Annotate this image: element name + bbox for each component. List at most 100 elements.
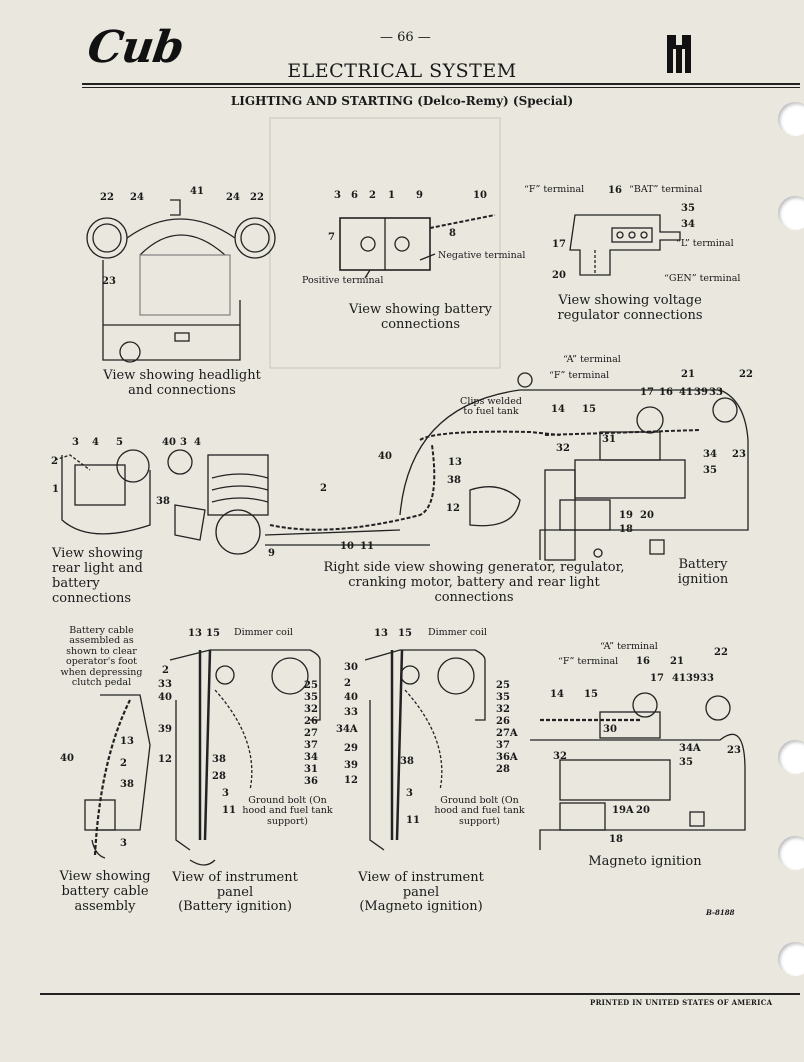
regulator-drawing: [569, 214, 681, 276]
callout-label: 2: [162, 665, 169, 676]
callout-label: 13: [374, 628, 388, 639]
callout-label: 17: [650, 673, 664, 684]
callout-label: 40: [158, 692, 172, 703]
callout-label: 15: [398, 628, 412, 639]
dimmer-coil-label: Dimmer coil: [428, 627, 487, 638]
callout-label: 18: [619, 524, 633, 535]
callout-label: 25: [304, 680, 318, 691]
callout-label: 38: [156, 496, 170, 507]
battery-caption: View showing battery connections: [348, 302, 493, 332]
binder-hole: [778, 196, 804, 230]
callout-label: 39: [158, 724, 172, 735]
rear-light-caption: View showing rear light and battery conn…: [52, 546, 144, 606]
callout-label: 4: [92, 437, 99, 448]
callout-label: 35: [679, 757, 693, 768]
callout-label: 22: [100, 192, 114, 203]
callout-label: 39: [686, 673, 700, 684]
panel-battery-caption-line2: (Battery ignition): [178, 899, 292, 914]
callout-label: 32: [556, 443, 570, 454]
callout-label: 1: [388, 190, 395, 201]
callout-label: 20: [640, 510, 654, 521]
callout-label: 12: [158, 754, 172, 765]
f-terminal-label: “F” terminal: [549, 370, 610, 381]
callout-label: 19: [619, 510, 633, 521]
f-terminal-label: “F” terminal: [558, 656, 619, 667]
callout-label: 28: [496, 764, 510, 775]
callout-label: 9: [268, 548, 275, 559]
callout-label: 22: [739, 369, 753, 380]
callout-label: 12: [446, 503, 460, 514]
battery-drawing: [339, 214, 496, 279]
callout-label: 41: [679, 387, 693, 398]
callout-label: 20: [636, 805, 650, 816]
callout-label: 26: [304, 716, 318, 727]
callout-label: 27A: [496, 728, 518, 739]
battery-cable-note: Battery cable assembled as shown to clea…: [60, 625, 143, 689]
callout-label: 4: [194, 437, 201, 448]
callout-label: 11: [360, 541, 374, 552]
panel-battery-caption-line1: View of instrument panel: [172, 870, 298, 900]
callout-label: 23: [732, 449, 746, 460]
callout-label: 8: [449, 228, 456, 239]
callout-label: 33: [158, 679, 172, 690]
negative-terminal-label: Negative terminal: [438, 250, 526, 261]
callout-label: 3: [120, 838, 127, 849]
callout-label: 13: [448, 457, 462, 468]
callout-label: 24: [130, 192, 144, 203]
callout-label: 13: [120, 736, 134, 747]
callout-label: 33: [709, 387, 723, 398]
ground-bolt-label: Ground bolt (On hood and fuel tank suppo…: [242, 795, 333, 827]
positive-terminal-label: Positive terminal: [302, 275, 384, 286]
callout-label: 13: [188, 628, 202, 639]
callout-label: 41: [190, 186, 204, 197]
rear-light-drawing: [54, 449, 269, 555]
callout-label: 16: [659, 387, 673, 398]
callout-label: 40: [162, 437, 176, 448]
callout-label: 3: [222, 788, 229, 799]
footer-rule: [40, 993, 800, 995]
callout-label: 33: [344, 707, 358, 718]
headlight-drawing: [86, 199, 276, 363]
bat-terminal-label: “BAT” terminal: [629, 184, 703, 195]
callout-label: 7: [328, 232, 335, 243]
ground-bolt-label: Ground bolt (On hood and fuel tank suppo…: [434, 795, 525, 827]
clips-label: Clips welded to fuel tank: [460, 396, 522, 418]
callout-label: 15: [584, 689, 598, 700]
callout-label: 19A: [612, 805, 634, 816]
callout-label: 10: [473, 190, 487, 201]
callout-label: 30: [603, 724, 617, 735]
callout-label: 22: [250, 192, 264, 203]
page-subtitle: LIGHTING AND STARTING (Delco-Remy) (Spec…: [230, 94, 574, 108]
header-rule: [82, 83, 800, 85]
callout-label: 18: [609, 834, 623, 845]
callout-label: 35: [304, 692, 318, 703]
header-rule-thin: [82, 87, 800, 88]
callout-label: 34: [304, 752, 318, 763]
callout-label: 16: [636, 656, 650, 667]
headlight-caption: View showing headlight and connections: [103, 368, 261, 398]
callout-label: 35: [703, 465, 717, 476]
callout-label: 24: [226, 192, 240, 203]
a-terminal-label: “A” terminal: [563, 354, 621, 365]
callout-label: 1: [52, 484, 59, 495]
callout-label: 14: [550, 689, 564, 700]
binder-hole: [778, 740, 804, 774]
callout-label: 29: [344, 743, 358, 754]
callout-label: 17: [640, 387, 654, 398]
panel-battery-drawing: [169, 649, 321, 866]
callout-label: 12: [344, 775, 358, 786]
a-terminal-label: “A” terminal: [600, 641, 658, 652]
callout-label: 22: [714, 647, 728, 658]
callout-label: 34A: [336, 724, 358, 735]
page-number: — 66 —: [380, 30, 431, 45]
callout-label: 2: [369, 190, 376, 201]
callout-label: 16: [608, 185, 622, 196]
callout-label: 23: [102, 276, 116, 287]
right-side-caption: Right side view showing generator, regul…: [323, 560, 625, 605]
page-title: ELECTRICAL SYSTEM: [287, 60, 517, 82]
callout-label: 2: [120, 758, 127, 769]
magneto-caption: Magneto ignition: [588, 854, 702, 869]
binder-hole: [778, 942, 804, 976]
battery-cable-caption: View showing battery cable assembly: [59, 869, 151, 914]
callout-label: 3: [72, 437, 79, 448]
